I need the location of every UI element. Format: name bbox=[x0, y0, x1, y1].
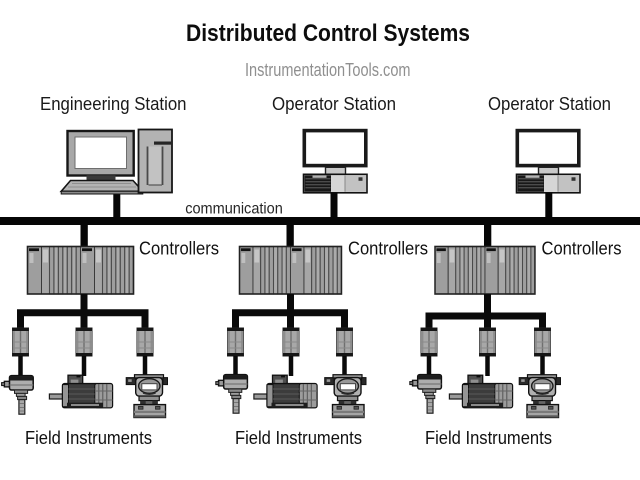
svg-text:communication: communication bbox=[185, 200, 283, 217]
svg-text:Controllers: Controllers bbox=[348, 239, 428, 259]
svg-text:Field Instruments: Field Instruments bbox=[235, 428, 362, 448]
svg-text:Field Instruments: Field Instruments bbox=[425, 428, 552, 448]
svg-text:Controllers: Controllers bbox=[139, 239, 219, 259]
svg-text:Operator Station: Operator Station bbox=[488, 93, 611, 114]
svg-text:Distributed Control Systems: Distributed Control Systems bbox=[186, 20, 470, 47]
svg-text:Engineering Station: Engineering Station bbox=[40, 93, 187, 114]
svg-text:Field Instruments: Field Instruments bbox=[25, 428, 152, 448]
svg-text:Operator Station: Operator Station bbox=[272, 93, 396, 114]
svg-text:Controllers: Controllers bbox=[542, 239, 622, 259]
svg-text:InstrumentationTools.com: InstrumentationTools.com bbox=[245, 59, 411, 80]
